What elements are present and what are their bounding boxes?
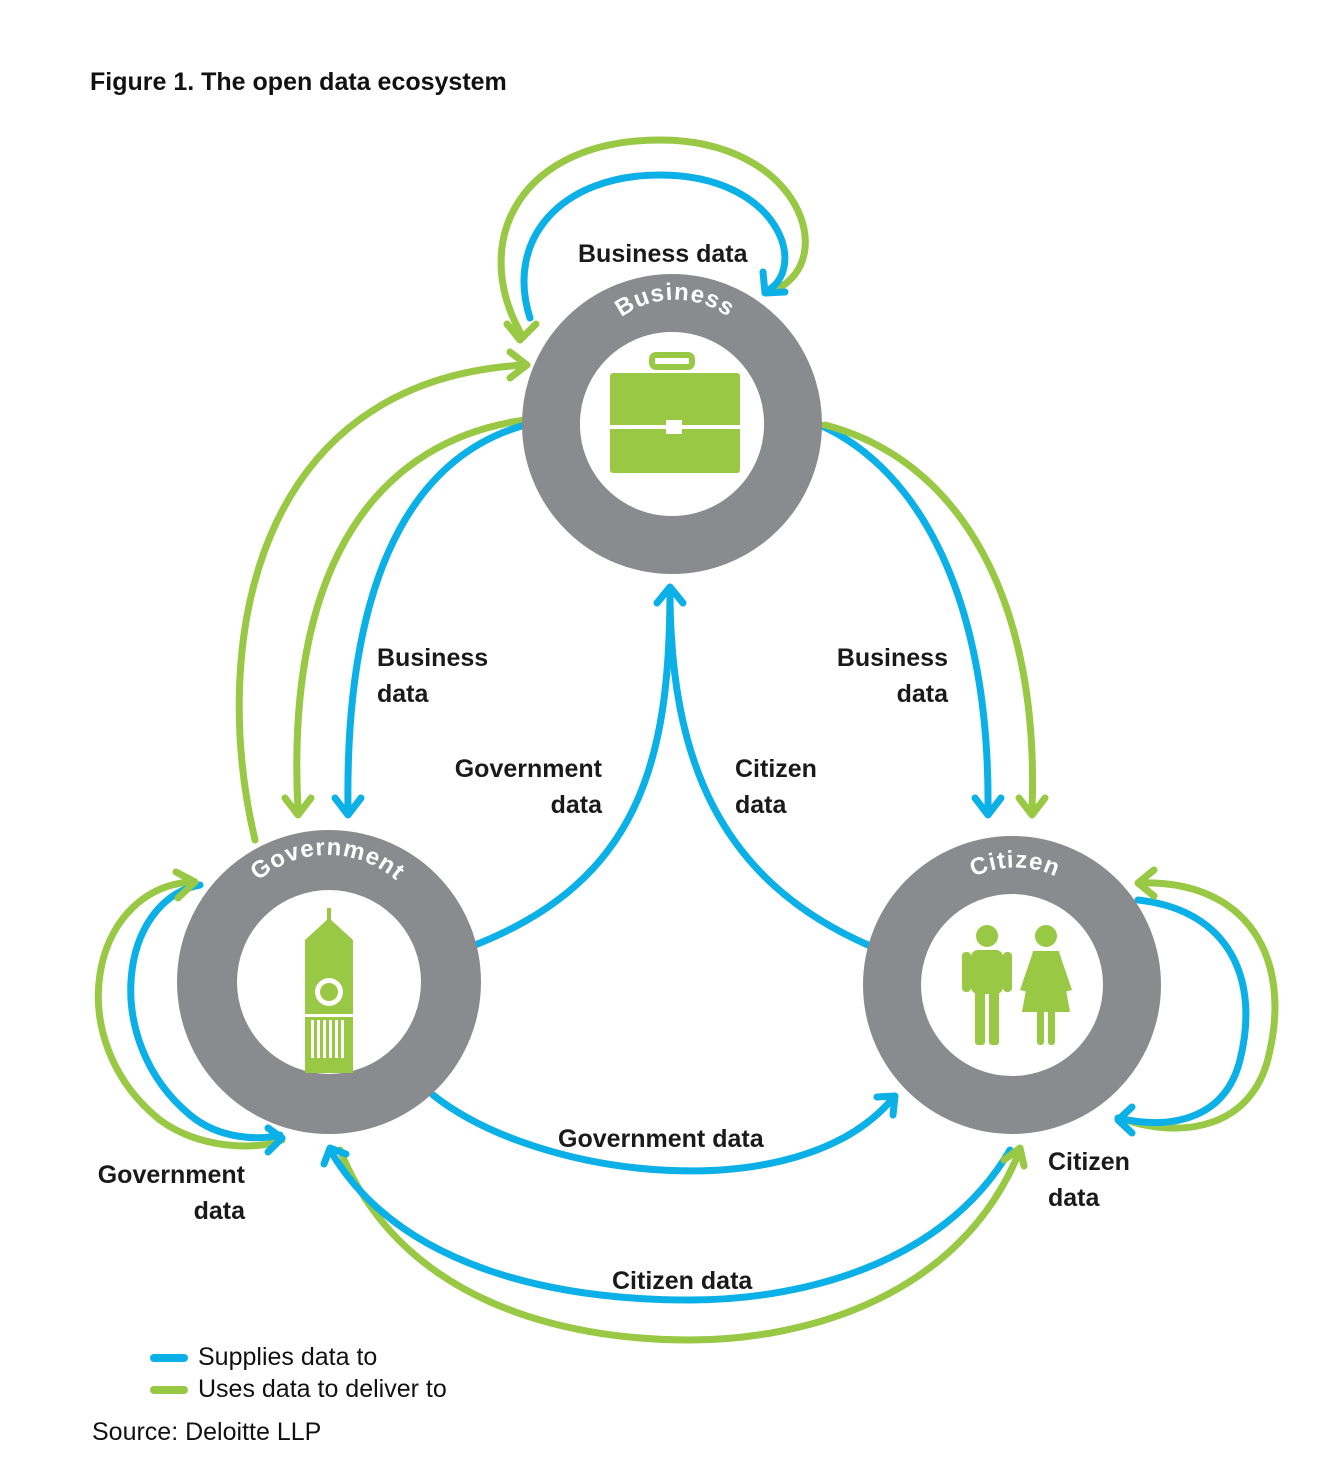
business-node: Business <box>522 274 822 574</box>
government-node: Government <box>177 830 481 1134</box>
legend-uses-swatch <box>150 1385 188 1394</box>
business-self-loop-blue <box>520 171 789 322</box>
citizen-to-business-blue <box>666 586 872 949</box>
source-note: Source: Deloitte LLP <box>92 1418 322 1446</box>
figure-title: Figure 1. The open data ecosystem <box>90 68 507 96</box>
business-to-government-label-2: data <box>377 680 430 708</box>
arrowhead <box>1114 1103 1136 1137</box>
government-self-label-2: data <box>194 1197 247 1225</box>
citizen-self-label-2: data <box>1048 1184 1101 1212</box>
citizen-self-loop-green <box>1116 879 1279 1132</box>
government-to-citizen-label: Government data <box>558 1125 765 1153</box>
government-self-loop-blue <box>127 881 284 1142</box>
citizen-to-government-label: Citizen data <box>612 1267 753 1295</box>
government-to-business-green <box>235 361 529 844</box>
legend-uses-label: Uses data to deliver to <box>198 1375 447 1403</box>
government-to-business-label: Government <box>455 755 603 783</box>
arrowhead <box>971 794 1005 819</box>
government-to-business-label-2: data <box>551 791 604 819</box>
people-icon <box>962 925 1072 1045</box>
citizen-self-label: Citizen <box>1048 1148 1130 1176</box>
arrowhead <box>653 583 687 607</box>
arrowhead <box>172 868 199 902</box>
arrowhead <box>331 794 365 819</box>
arrowhead <box>264 1124 286 1156</box>
business-to-government-blue <box>344 421 529 814</box>
arrowhead <box>320 1144 350 1168</box>
arrowhead <box>503 320 540 344</box>
citizen-to-government-blue <box>326 1146 1014 1304</box>
arrowhead <box>1000 1144 1028 1170</box>
government-to-citizen-blue <box>429 1091 897 1175</box>
legend-supplies-swatch <box>150 1353 188 1362</box>
business-to-citizen-blue <box>816 421 992 814</box>
arrowhead <box>1015 794 1049 819</box>
business-to-citizen-green <box>821 421 1037 814</box>
arrowhead <box>1134 866 1158 900</box>
business-self-label: Business data <box>578 240 749 268</box>
arrowhead <box>506 348 531 382</box>
legend-supplies-label: Supplies data to <box>198 1343 378 1371</box>
arrowhead <box>281 794 315 819</box>
government-to-business-blue <box>471 586 674 949</box>
government-self-label: Government <box>98 1161 246 1189</box>
citizen-to-business-label: Citizen <box>735 755 817 783</box>
citizen-self-loop-blue <box>1114 896 1250 1126</box>
business-to-citizen-label: Business <box>837 644 948 672</box>
arrowhead <box>759 268 789 297</box>
business-to-government-green <box>293 416 529 814</box>
legend-uses: Uses data to deliver to <box>150 1375 447 1404</box>
legend-supplies: Supplies data to <box>150 1343 377 1372</box>
business-to-citizen-label-2: data <box>897 680 950 708</box>
citizen-to-business-label-2: data <box>735 791 788 819</box>
citizen-node: Citizen <box>863 836 1161 1134</box>
arrowhead <box>873 1092 899 1119</box>
citizen-to-government-green <box>336 1146 1024 1344</box>
government-self-loop-green <box>95 878 286 1150</box>
business-to-government-label: Business <box>377 644 488 672</box>
business-self-loop-green <box>497 136 809 336</box>
